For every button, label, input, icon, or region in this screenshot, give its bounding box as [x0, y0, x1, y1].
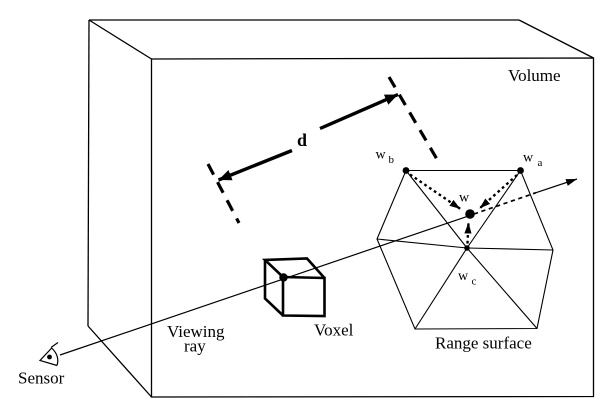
mesh-spoke-wb — [405, 170, 468, 249]
point-wa-dot — [517, 167, 524, 174]
interpolation-arrows — [409, 173, 518, 244]
sensor-label: Sensor — [18, 369, 65, 388]
point-dots — [279, 167, 524, 282]
svg-text:c: c — [472, 276, 477, 288]
point-wc-dot — [464, 245, 470, 251]
point-wc-label: w c — [458, 269, 477, 288]
sensor-eye-cone — [38, 347, 58, 367]
voxel-top-face — [261, 257, 326, 279]
point-wb-label: w b — [376, 148, 395, 167]
svg-text:a: a — [538, 157, 543, 169]
voxel-left-face — [263, 260, 284, 317]
point-w-dot — [465, 209, 475, 219]
voxel-front-face — [281, 275, 326, 318]
svg-text:b: b — [389, 154, 395, 166]
volume-box-outline — [87, 19, 595, 398]
distance-arrow-right — [319, 92, 399, 131]
point-wa-label: w a — [523, 151, 543, 170]
mesh-spoke-bottom-right — [466, 247, 538, 329]
voxel-corner-dot — [279, 273, 288, 282]
svg-text:w: w — [376, 148, 387, 163]
viewing-ray-label-line2: ray — [184, 337, 206, 356]
sensor-eye-lash — [50, 342, 59, 348]
viewing-ray-label-line1: Viewing — [167, 322, 225, 341]
distance-tick-right — [387, 76, 440, 162]
mesh-spoke-left — [376, 238, 468, 249]
distance-measure — [206, 76, 440, 224]
box-front-face — [150, 57, 595, 398]
arrow-wa-to-w — [478, 174, 518, 210]
mesh-spoke-wa — [466, 170, 521, 249]
point-w-label: w — [459, 191, 470, 206]
sensor-eye-pupil — [47, 354, 52, 360]
point-wb-dot — [402, 167, 410, 174]
mesh-spoke-right — [466, 247, 554, 251]
mesh-spoke-bottom-left — [414, 247, 468, 330]
sensor-eye-arc — [51, 347, 59, 366]
box-top-left-slant-edge — [88, 19, 152, 60]
voxel-label: Voxel — [314, 321, 354, 340]
range-surface-label: Range surface — [435, 334, 532, 353]
svg-text:w: w — [523, 151, 534, 166]
svg-text:w: w — [458, 269, 469, 284]
arrow-wb-to-w — [409, 173, 462, 210]
viewing-ray-dashed-segment — [473, 191, 537, 215]
box-top-right-slant-edge — [518, 19, 594, 59]
voxel-cube — [261, 257, 326, 318]
distance-tick-left — [206, 163, 241, 224]
box-bottom-left-slant-edge — [87, 325, 152, 398]
distance-label: d — [297, 130, 307, 150]
viewing-ray-arrowhead-segment — [535, 178, 578, 194]
distance-arrow-left — [217, 148, 293, 182]
arrow-wc-to-w — [464, 222, 472, 244]
volume-label: Volume — [508, 66, 561, 85]
box-left-back-edge — [87, 19, 90, 327]
sensor-eye-icon — [38, 342, 59, 367]
